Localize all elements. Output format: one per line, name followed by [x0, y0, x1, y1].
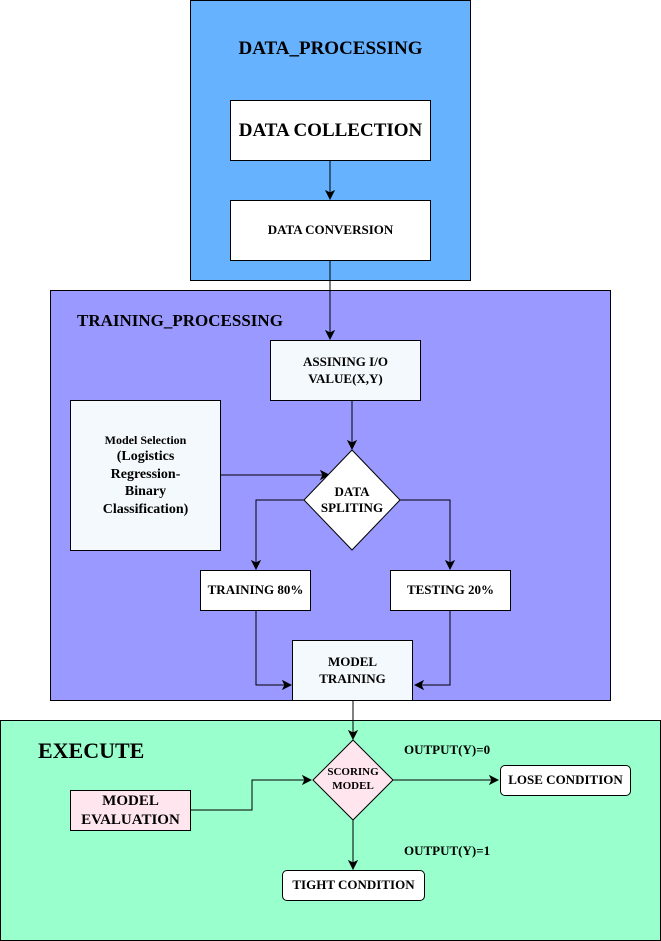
edge-evaluation-to-scoring — [190, 780, 311, 811]
model-training-label: MODEL TRAINING — [319, 654, 386, 686]
output-1-label: OUTPUT(Y)=1 — [404, 843, 491, 858]
testing-20-label: TESTING 20% — [406, 582, 495, 598]
model-selection-box: Model Selection (Logistics Regression-Bi… — [70, 400, 221, 551]
edge-testing-to-model — [415, 610, 451, 685]
scoring-model-diamond — [312, 739, 394, 821]
edge-training-to-model — [255, 610, 291, 685]
scoring-model-label: SCORING MODEL — [327, 766, 379, 792]
assigning-io-box: ASSINING I/O VALUE(X,Y) — [270, 340, 421, 401]
tight-condition-label: TIGHT CONDITION — [292, 877, 415, 893]
model-evaluation-label: MODEL EVALUATION — [81, 792, 180, 828]
data-conversion-label: DATA CONVERSION — [267, 222, 394, 238]
tight-condition-box: TIGHT CONDITION — [282, 870, 425, 901]
training-80-label: TRAINING 80% — [207, 582, 304, 598]
data-collection-label: DATA COLLECTION — [238, 119, 423, 141]
execute-title: EXECUTE — [38, 738, 145, 763]
edge-spliting-to-testing — [400, 499, 450, 569]
model-training-box: MODEL TRAINING — [292, 640, 413, 701]
testing-20-box: TESTING 20% — [390, 570, 511, 611]
training-80-box: TRAINING 80% — [200, 570, 311, 611]
lose-condition-box: LOSE CONDITION — [500, 765, 631, 796]
assigning-io-label: ASSINING I/O VALUE(X,Y) — [303, 354, 388, 386]
data-spliting-diamond — [303, 449, 401, 551]
model-selection-detail: (Logistics Regression-Binary Classificat… — [102, 449, 189, 517]
data-conversion-box: DATA CONVERSION — [230, 200, 431, 261]
data-spliting-label: DATA SPLITING — [320, 483, 384, 515]
data-collection-box: DATA COLLECTION — [230, 100, 431, 161]
data-processing-title: DATA_PROCESSING — [238, 38, 423, 59]
training-processing-title: TRAINING_PROCESSING — [77, 311, 283, 330]
lose-condition-label: LOSE CONDITION — [508, 772, 623, 788]
output-0-label: OUTPUT(Y)=0 — [404, 742, 491, 757]
edge-spliting-to-training — [256, 499, 304, 569]
model-selection-label: Model Selection — [104, 433, 187, 447]
model-evaluation-box: MODEL EVALUATION — [70, 790, 191, 831]
